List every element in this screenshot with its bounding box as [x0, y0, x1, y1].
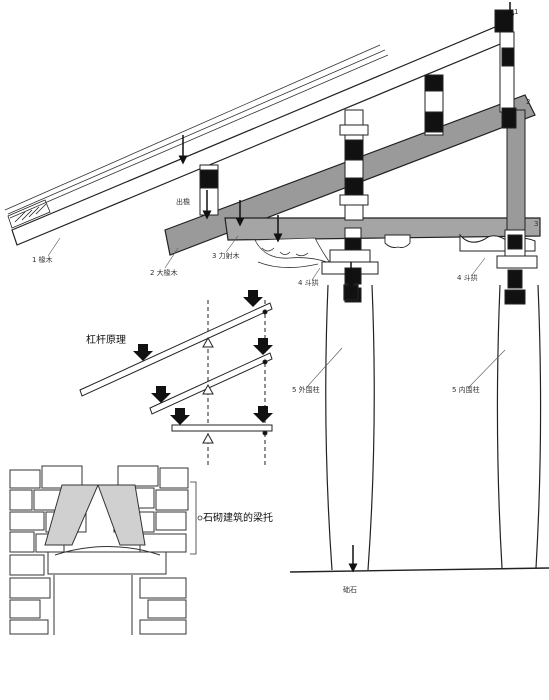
bracket-left [384, 234, 411, 248]
post-mid-top [424, 74, 444, 136]
stone-corbel-wall [9, 465, 189, 635]
label-big-rafter: 2 大椽木 [150, 268, 178, 277]
ground-line [289, 567, 549, 573]
label-bracket-right: 4 斗拱 [457, 273, 478, 282]
post-center [339, 109, 369, 221]
lever-diagram [79, 300, 273, 465]
post-eave [199, 164, 219, 216]
label-base-stone: 础石 [343, 585, 357, 594]
force-arrows [178, 2, 515, 573]
corbel-bracket-line [190, 481, 197, 555]
corbel-label-marker [197, 515, 203, 521]
eave-bracket [254, 237, 331, 268]
leader-lines [47, 235, 506, 389]
lever-principle-title: 杠杆原理 [86, 333, 126, 346]
label-bracket-left: 4 斗拱 [298, 278, 319, 287]
capital-inner [459, 229, 538, 305]
king-post [506, 109, 526, 241]
label-outer-column: 5 外围柱 [292, 385, 320, 394]
tie-beam [224, 217, 541, 241]
svg-text:1: 1 [514, 8, 518, 16]
stone-corbel-label: 石砌建筑的梁托 [203, 511, 273, 524]
outer-column [325, 284, 375, 571]
inner-column [496, 284, 542, 569]
svg-text:2: 2 [526, 98, 530, 106]
label-inner-column: 5 内围柱 [452, 385, 480, 394]
label-li-she-mu: 3 力射木 [212, 251, 240, 260]
capital-outer [321, 227, 379, 303]
number-tags: 1 2 3 [514, 8, 538, 228]
roof-covering [4, 44, 389, 219]
lever-arrows [133, 290, 273, 425]
svg-text:3: 3 [534, 220, 538, 228]
label-chu-yan: 出檐 [176, 197, 190, 206]
label-rafter: 1 椽木 [32, 255, 53, 264]
rafter-end-detail [7, 199, 51, 229]
